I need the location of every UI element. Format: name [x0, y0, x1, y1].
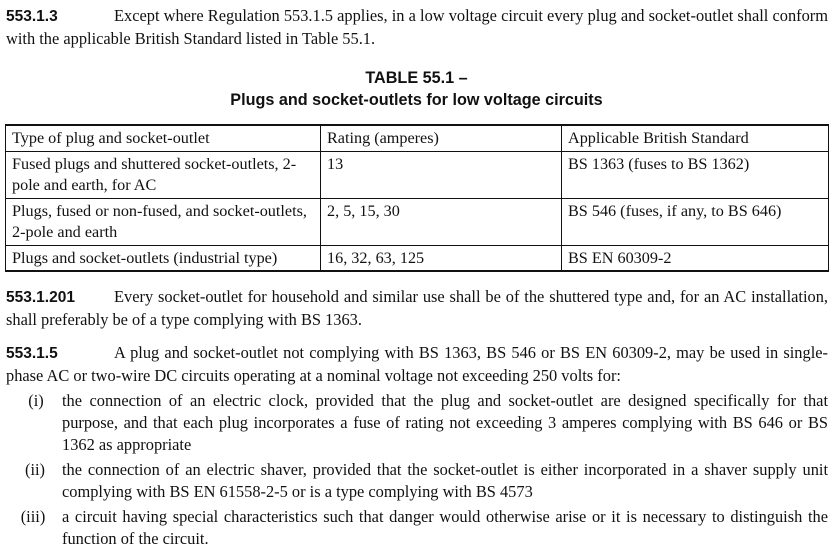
clause-text: Except where Regulation 553.1.5 applies,…	[6, 6, 828, 48]
clause-text: A plug and socket-outlet not complying w…	[6, 343, 828, 385]
list-item-text: a circuit having special characteristics…	[62, 507, 828, 548]
list-marker: (i)	[28, 391, 44, 410]
list-marker: (iii)	[20, 507, 46, 526]
clause-number: 553.1.3	[6, 8, 58, 25]
cell-type: Plugs, fused or non-fused, and socket-ou…	[5, 198, 321, 246]
table-title-caption: Plugs and socket-outlets for low voltage…	[230, 91, 603, 109]
cell-type: Fused plugs and shuttered socket-outlets…	[5, 151, 321, 199]
list-item-text: the connection of an electric shaver, pr…	[62, 460, 828, 501]
table-row: Plugs and socket-outlets (industrial typ…	[5, 245, 829, 272]
cell-standard: BS 546 (fuses, if any, to BS 646)	[561, 198, 829, 246]
cell-rating: 16, 32, 63, 125	[320, 245, 562, 272]
cell-type: Plugs and socket-outlets (industrial typ…	[5, 245, 321, 272]
cell-rating: 13	[320, 151, 562, 199]
list-item-text: the connection of an electric clock, pro…	[62, 391, 828, 454]
list-marker: (ii)	[24, 460, 46, 479]
cell-standard: BS 1363 (fuses to BS 1362)	[561, 151, 829, 199]
clause-number: 553.1.5	[6, 345, 58, 362]
standards-table: Type of plug and socket-outlet Rating (a…	[5, 124, 829, 272]
header-standard: Applicable British Standard	[561, 124, 829, 152]
header-rating: Rating (amperes)	[320, 124, 562, 152]
cell-rating: 2, 5, 15, 30	[320, 198, 562, 246]
table-header-row: Type of plug and socket-outlet Rating (a…	[5, 124, 829, 152]
cell-standard: BS EN 60309-2	[561, 245, 829, 272]
clause-number: 553.1.201	[6, 289, 75, 306]
clause-text: Every socket-outlet for household and si…	[6, 287, 828, 329]
header-type: Type of plug and socket-outlet	[5, 124, 321, 152]
table-row: Fused plugs and shuttered socket-outlets…	[5, 151, 829, 199]
table-row: Plugs, fused or non-fused, and socket-ou…	[5, 198, 829, 246]
table-title-number: TABLE 55.1 –	[365, 69, 468, 87]
